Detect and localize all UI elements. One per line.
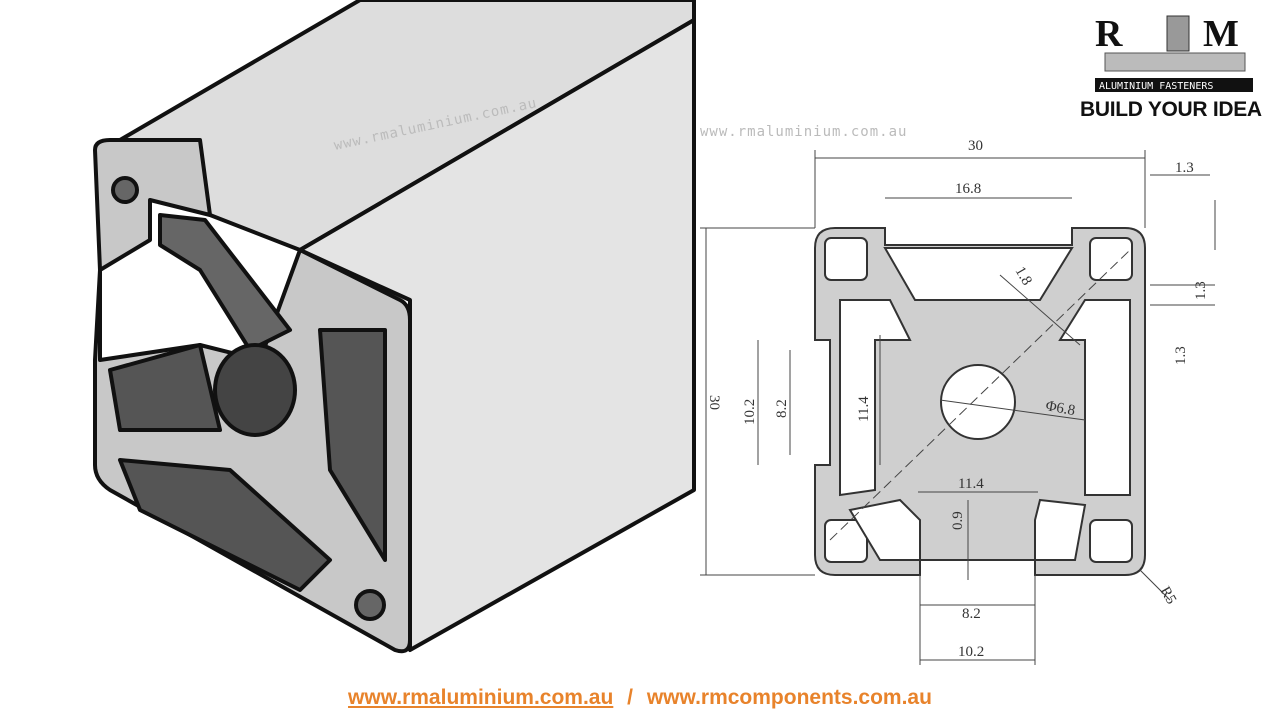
- dim-overall-height: 30: [706, 395, 722, 410]
- logo-subtitle: ALUMINIUM FASTENERS: [1099, 81, 1213, 92]
- dim-slot-outer-left: 10.2: [742, 399, 758, 425]
- dim-core-height: 11.4: [856, 396, 872, 422]
- brand-logo: R M ALUMINIUM FASTENERS: [1085, 8, 1275, 98]
- profile-drawing: 30 1.3 16.8 1.8 1.3 1.3 30 10.2 8.2 11.4…: [700, 124, 1216, 665]
- dim-wall-top: 1.3: [1175, 160, 1194, 176]
- dim-core-width: 11.4: [958, 476, 984, 492]
- dim-overall-width: 30: [968, 138, 983, 154]
- separator: /: [627, 686, 633, 709]
- dim-slot-opening-left: 8.2: [774, 399, 790, 418]
- dim-right-2: 1.3: [1173, 346, 1189, 365]
- extrusion-render: www.rmaluminium.com.au: [93, 0, 696, 654]
- dim-bore: Φ6.8: [1044, 398, 1076, 419]
- svg-text:M: M: [1203, 13, 1239, 55]
- dim-slot-opening-bottom: 8.2: [962, 606, 981, 622]
- dim-slot-outer-bottom: 10.2: [958, 644, 984, 660]
- link-rmaluminium[interactable]: www.rmaluminium.com.au: [348, 686, 614, 709]
- dim-slot-inner-width: 16.8: [955, 181, 981, 197]
- rm-logo-icon: R M ALUMINIUM FASTENERS: [1095, 13, 1253, 92]
- watermark: www.rmaluminium.com.au: [700, 124, 907, 140]
- footer: www.rmaluminium.com.au / www.rmcomponent…: [0, 686, 1280, 710]
- dim-corner-radius: R5: [1157, 584, 1180, 607]
- svg-text:R: R: [1095, 13, 1123, 55]
- dim-lip: 0.9: [950, 511, 966, 530]
- dim-right-1: 1.3: [1193, 281, 1209, 300]
- tagline: BUILD YOUR IDEA: [1080, 98, 1262, 121]
- link-rmcomponents[interactable]: www.rmcomponents.com.au: [646, 686, 932, 709]
